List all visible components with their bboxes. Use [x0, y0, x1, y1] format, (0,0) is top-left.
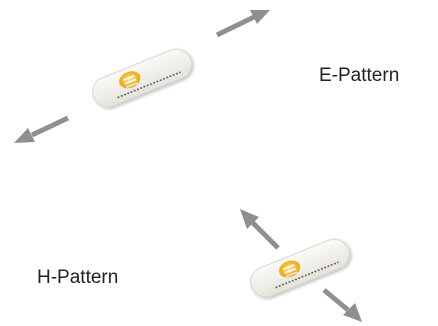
- arrow-up-right-icon: [215, 10, 270, 38]
- e-pattern-label: E-Pattern: [319, 65, 400, 86]
- e-pattern-strip: [92, 48, 192, 108]
- h-pattern-strip: [250, 238, 350, 298]
- strip-print-text: [275, 261, 339, 289]
- strip-print-text: [117, 71, 181, 99]
- h-pattern-label: H-Pattern: [37, 267, 119, 288]
- arrow-up-left-icon: [240, 209, 280, 250]
- arrow-down-left-icon: [14, 115, 70, 143]
- h-pattern-group: [240, 209, 362, 322]
- brand-logo-icon: [119, 71, 141, 89]
- brand-logo-icon: [278, 260, 301, 278]
- arrow-down-right-icon: [322, 288, 362, 322]
- e-pattern-group: [14, 10, 270, 143]
